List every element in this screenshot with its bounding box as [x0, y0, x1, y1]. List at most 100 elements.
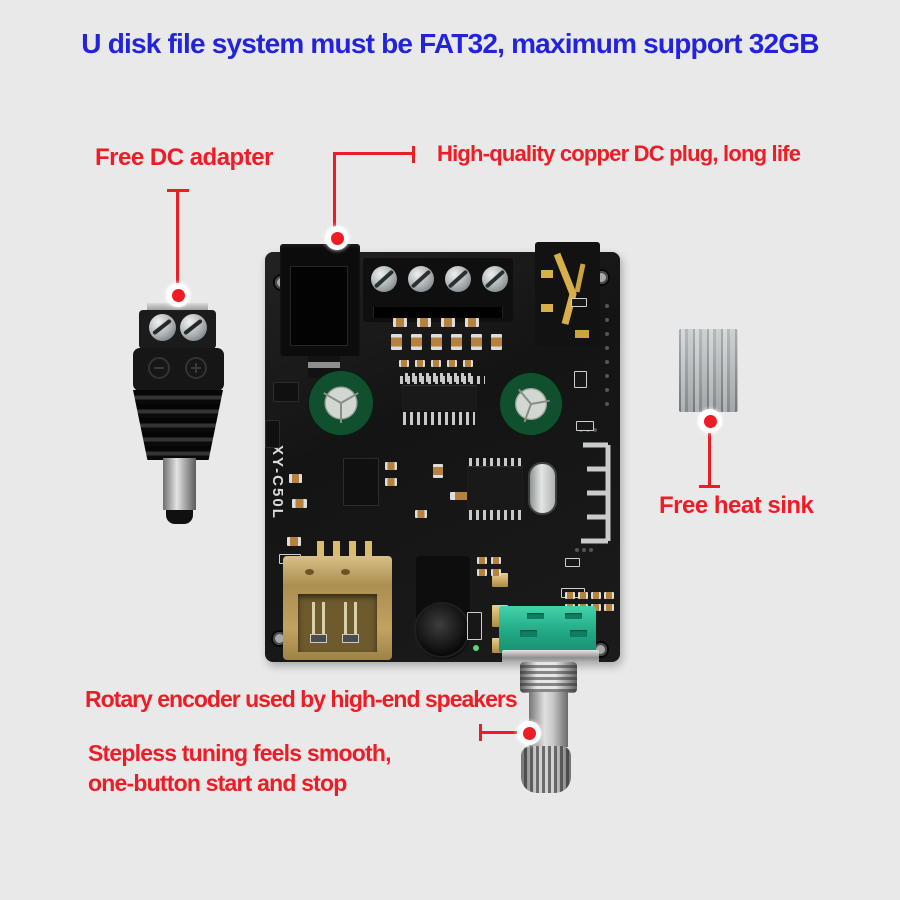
top-note-text: U disk file system must be FAT32, maximu…	[81, 28, 819, 59]
amplifier-board-photo: XY-C50L	[265, 242, 620, 662]
smd-component	[574, 371, 587, 388]
smd-component	[415, 360, 425, 367]
smd-component	[591, 604, 601, 611]
electrolytic-capacitor	[309, 371, 373, 435]
usb-contact-tip	[310, 634, 327, 643]
usb-contact-tip	[342, 634, 359, 643]
speaker-terminal-block	[363, 258, 513, 322]
terminal-wire-slot	[373, 307, 503, 318]
smd-component	[265, 420, 280, 448]
smd-component	[604, 604, 614, 611]
smd-component	[433, 464, 443, 478]
smd-component	[385, 478, 397, 486]
bt-chip-pins	[469, 458, 521, 468]
via-dot	[605, 360, 609, 364]
via-dot	[605, 388, 609, 392]
via-dot	[605, 318, 609, 322]
rotary-encoder-threaded-bushing	[520, 662, 577, 693]
smd-component	[431, 334, 442, 350]
smd-component	[471, 334, 482, 350]
via-dot	[605, 402, 609, 406]
smd-component	[399, 360, 409, 367]
bluetooth-chip	[467, 466, 523, 514]
led-indicator	[473, 645, 479, 651]
via-dot	[605, 346, 609, 350]
label-free-dc-adapter: Free DC adapter	[95, 144, 273, 171]
label-tuning-line2: one-button start and stop	[88, 770, 347, 796]
smd-component	[287, 537, 301, 546]
terminal-screw	[445, 266, 471, 292]
plug-tip	[166, 510, 193, 524]
smd-component	[292, 499, 307, 508]
terminal-screw	[482, 266, 508, 292]
smd-component	[571, 298, 587, 307]
smd-component	[415, 510, 427, 518]
callout-dot	[325, 226, 349, 250]
transistor-package	[343, 458, 379, 506]
smd-component	[273, 382, 299, 402]
label-free-heat-sink: Free heat sink	[659, 492, 814, 519]
amplifier-ic	[402, 385, 477, 411]
callout-line	[481, 731, 522, 734]
label-dc-plug: High-quality copper DC plug, long life	[437, 141, 801, 166]
usb-opening	[298, 594, 377, 652]
smd-component	[491, 334, 502, 350]
bt-chip-pins	[469, 510, 521, 520]
smd-component	[578, 592, 588, 599]
smd-component	[393, 318, 407, 327]
plug-body	[133, 348, 224, 391]
aux-jack	[535, 242, 600, 346]
label-tuning-line1: Stepless tuning feels smooth,	[88, 740, 391, 766]
callout-line	[333, 152, 336, 232]
callout-line	[412, 146, 415, 163]
callout-dot	[698, 409, 722, 433]
terminal-screw	[371, 266, 397, 292]
plug-barrel	[163, 458, 196, 510]
plug-metal-strip	[147, 303, 208, 312]
via-dot	[605, 304, 609, 308]
callout-dot	[166, 283, 190, 307]
callout-line	[708, 431, 711, 487]
ic-pin-row	[403, 412, 475, 425]
board-model-silkscreen: XY-C50L	[269, 445, 286, 520]
via-dot	[593, 428, 597, 432]
heat-sink-photo	[679, 329, 738, 412]
smd-component	[491, 557, 501, 564]
mounting-hole	[273, 632, 286, 645]
smd-component	[417, 318, 431, 327]
usb-dimple	[341, 569, 350, 575]
smd-component	[450, 492, 472, 500]
smd-component	[441, 318, 455, 327]
usb-port	[283, 556, 392, 660]
smd-component	[604, 592, 614, 599]
headphone-jack-barrel	[416, 604, 468, 656]
smd-component	[391, 334, 402, 350]
smd-component	[576, 421, 594, 431]
usb-pins	[317, 541, 377, 557]
smd-component	[451, 334, 462, 350]
via-dot	[575, 548, 579, 552]
ic-pad-row	[405, 373, 475, 382]
smd-component	[385, 462, 397, 470]
label-rotary-encoder: Rotary encoder used by high-end speakers	[85, 686, 518, 712]
rotary-encoder-knurled-knob	[521, 746, 571, 793]
callout-line	[479, 724, 482, 741]
plug-screw	[149, 314, 176, 341]
dc-adapter-photo	[125, 300, 235, 528]
smd-component	[477, 569, 487, 576]
bluetooth-antenna	[581, 442, 611, 544]
terminal-screw	[408, 266, 434, 292]
dc-power-jack	[280, 244, 360, 356]
smd-component	[431, 360, 441, 367]
smd-component	[289, 474, 302, 483]
electrolytic-capacitor	[500, 373, 562, 435]
crystal-oscillator	[528, 462, 557, 515]
smd-component	[477, 557, 487, 564]
callout-dot	[517, 721, 541, 745]
dc-jack-metal-band	[308, 362, 340, 368]
via-dot	[605, 374, 609, 378]
usb-dimple	[305, 569, 314, 575]
rotary-encoder-body	[499, 606, 596, 653]
callout-line	[176, 189, 179, 286]
